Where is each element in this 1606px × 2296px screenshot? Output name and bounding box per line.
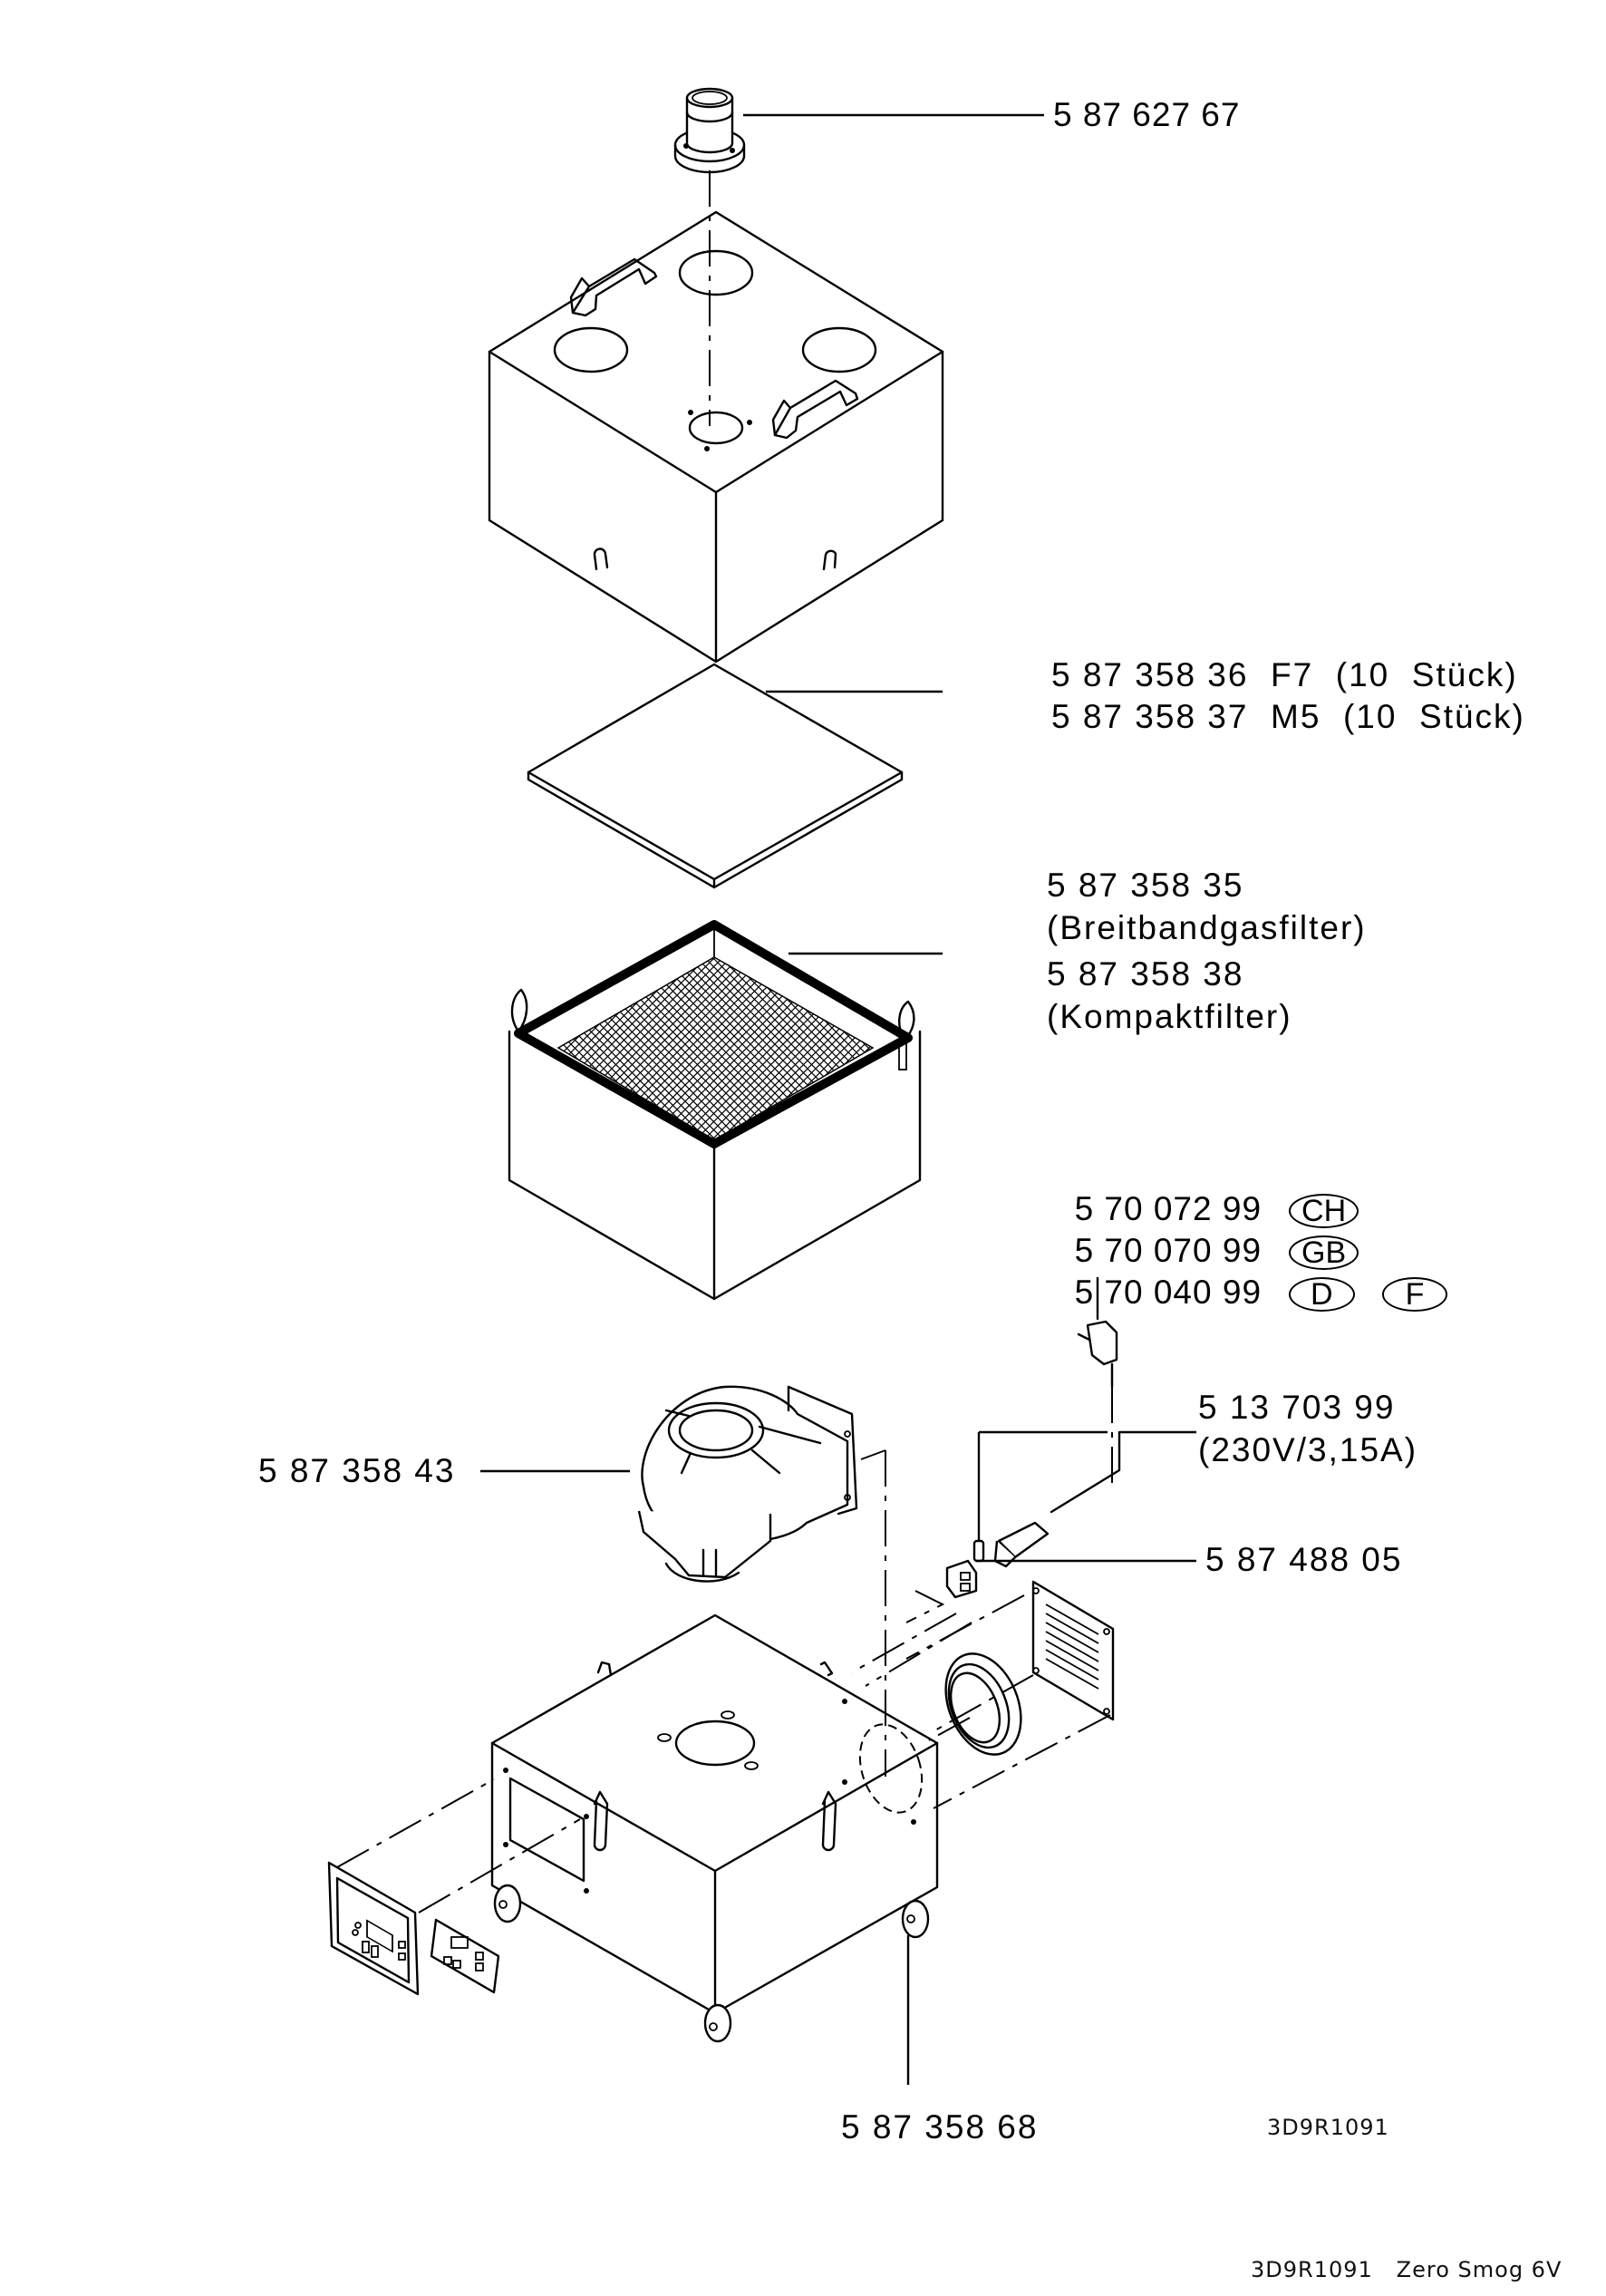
assembly-line-grille [905, 1594, 1111, 1809]
main-filter-part [508, 920, 922, 1301]
part-label-fuse: 5 13 703 99 [1198, 1389, 1396, 1426]
fuse-cable-part [972, 1430, 1196, 1568]
part-number: 5 70 040 99 [1074, 1274, 1263, 1311]
filter-mat-part [527, 663, 904, 889]
assembly-line-panel [336, 1778, 581, 1913]
control-panel-small [430, 1918, 500, 1994]
country-badge-ch: CH [1289, 1194, 1359, 1229]
ring-part [944, 1652, 1022, 1756]
control-panel-main [327, 1861, 420, 1996]
part-number: 5 70 072 99 [1074, 1190, 1263, 1227]
part-label-switch: 5 87 488 05 [1205, 1541, 1403, 1578]
country-badge-f: F [1381, 1277, 1448, 1313]
fan-part [637, 1385, 858, 1583]
part-label-main-filter-1-desc: (Breitbandgasfilter) [1047, 909, 1367, 946]
part-label-power-cord-ch: 5 70 072 99 CH [1054, 1147, 1359, 1230]
part-label-main-filter-2-desc: (Kompaktfilter) [1047, 998, 1292, 1035]
grille-part [1031, 1580, 1115, 1721]
part-label-power-cord-gb: 5 70 070 99 GB [1054, 1188, 1359, 1272]
part-label-main-filter-1: 5 87 358 35 [1047, 867, 1244, 904]
part-label-filter-mat-m5: 5 87 358 37 M5 (10 Stück) [1051, 698, 1525, 735]
part-label-fan: 5 87 358 43 [258, 1452, 456, 1489]
base-unit-part [490, 1613, 939, 2043]
part-label-adapter: 5 87 627 67 [1053, 96, 1241, 133]
power-plug-part [1077, 1276, 1118, 1389]
country-badge-d: D [1289, 1277, 1355, 1313]
switch-part [945, 1559, 978, 1599]
part-label-fuse-spec: (230V/3,15A) [1198, 1431, 1418, 1468]
part-label-filter-mat-f7: 5 87 358 36 F7 (10 Stück) [1051, 656, 1518, 693]
part-label-base-unit: 5 87 358 68 [841, 2108, 1039, 2146]
drawing-id: 3D9R1091 [1267, 2115, 1389, 2140]
part-number: 5 70 070 99 [1074, 1232, 1263, 1269]
part-label-main-filter-2: 5 87 358 38 [1047, 955, 1244, 993]
top-housing [488, 210, 944, 664]
footer-title: 3D9R1091 Zero Smog 6V [1251, 2257, 1562, 2282]
country-badge-gb: GB [1289, 1235, 1359, 1271]
adapter-part [673, 87, 746, 174]
